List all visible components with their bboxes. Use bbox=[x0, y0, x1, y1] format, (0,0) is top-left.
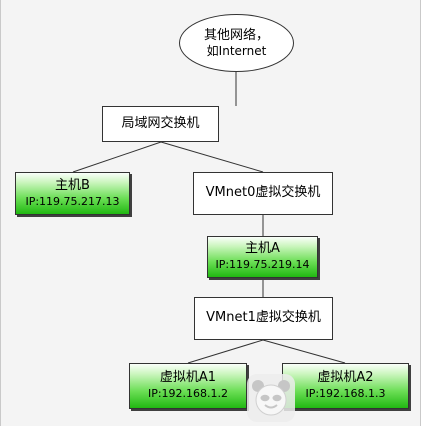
host-a-title: 主机A bbox=[245, 241, 280, 257]
host-b-title: 主机B bbox=[55, 177, 90, 193]
host-b-node: 主机B IP:119.75.217.13 bbox=[15, 172, 130, 215]
line-lan-switch-to-vmnet0 bbox=[160, 141, 264, 173]
vm-a1-ip: IP:192.168.1.2 bbox=[147, 387, 229, 401]
line-lan-switch-to-host-b bbox=[72, 141, 162, 173]
host-a-ip: IP:119.75.219.14 bbox=[215, 258, 310, 272]
vmnet1-switch-node: VMnet1虚拟交换机 bbox=[194, 297, 333, 340]
vm-a1-title: 虚拟机A1 bbox=[159, 370, 217, 386]
host-a-node: 主机A IP:119.75.219.14 bbox=[207, 236, 318, 278]
line-vmnet1-to-vm-a1 bbox=[187, 339, 264, 364]
panda-watermark-icon bbox=[247, 374, 295, 422]
vm-a2-title: 虚拟机A2 bbox=[317, 370, 374, 386]
line-vmnet1-to-vm-a2 bbox=[262, 339, 346, 364]
host-b-ip: IP:119.75.217.13 bbox=[25, 194, 120, 208]
vm-a1-node: 虚拟机A1 IP:192.168.1.2 bbox=[129, 363, 247, 409]
vm-a2-ip: IP:192.168.1.3 bbox=[305, 387, 386, 401]
lan-switch-label: 局域网交换机 bbox=[121, 115, 200, 131]
internet-cloud-node: 其他网络， 如Internet bbox=[179, 14, 294, 72]
vmnet0-label: VMnet0虚拟交换机 bbox=[205, 185, 321, 201]
lan-switch-node: 局域网交换机 bbox=[102, 106, 219, 142]
internet-node-line2: 如Internet bbox=[206, 43, 267, 58]
vmnet0-switch-node: VMnet0虚拟交换机 bbox=[193, 172, 333, 215]
vmnet1-label: VMnet1虚拟交换机 bbox=[206, 310, 321, 326]
vm-a2-node: 虚拟机A2 IP:192.168.1.3 bbox=[282, 363, 409, 409]
internet-node-line1: 其他网络， bbox=[203, 28, 269, 44]
